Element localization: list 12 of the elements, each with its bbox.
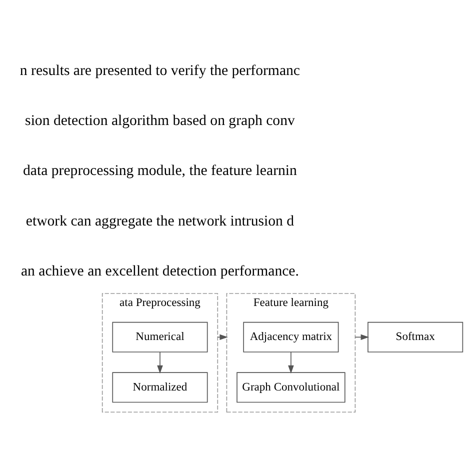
- arrow: [288, 351, 294, 374]
- node-box: Numerical: [112, 321, 208, 352]
- node-box: Graph Convolutional: [236, 372, 346, 402]
- label: an achieve an excellent detection performance.: [20, 263, 299, 280]
- arrow: [157, 351, 163, 374]
- node-box: Softmax: [368, 321, 464, 352]
- node-box: Adjacency matrix: [243, 321, 339, 352]
- label: sion detection algorithm based on graph conv: [25, 112, 295, 128]
- node-box: Normalized: [112, 372, 208, 402]
- label: n results are presented to verify the performanc: [20, 62, 300, 78]
- label: data preprocessing module, the feature learnin: [23, 162, 297, 179]
- label: etwork can aggregate the network intrusion d: [26, 212, 294, 229]
